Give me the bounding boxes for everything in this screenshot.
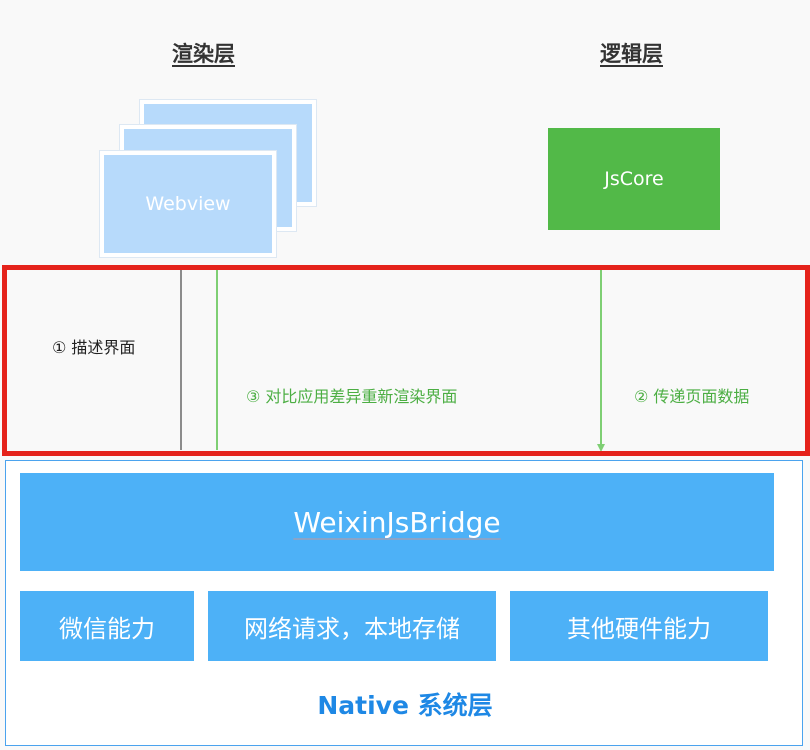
weixin-js-bridge: WeixinJsBridge	[20, 473, 774, 571]
capability-wechat: 微信能力	[20, 591, 194, 661]
render-layer-title: 渲染层	[172, 42, 235, 66]
capability-label: 其他硬件能力	[567, 614, 711, 643]
capability-label: 网络请求，本地存储	[244, 614, 460, 643]
jscore-label: JsCore	[604, 168, 664, 190]
pass-data-arrowhead	[597, 444, 605, 452]
webview-card-front: Webview	[100, 151, 276, 257]
native-layer-label: Native 系统层	[317, 691, 493, 720]
webview-label: Webview	[145, 193, 231, 215]
describe-ui-label: ① 描述界面	[52, 338, 136, 357]
highlight-box	[2, 265, 810, 456]
logic-layer-title: 逻辑层	[600, 42, 663, 66]
rerender-line	[216, 270, 218, 450]
pass-data-line	[600, 270, 602, 448]
capability-label: 微信能力	[59, 614, 155, 643]
bridge-label: WeixinJsBridge	[293, 505, 501, 539]
describe-ui-line	[180, 270, 182, 450]
jscore-box: JsCore	[548, 128, 720, 230]
capability-hardware: 其他硬件能力	[510, 591, 768, 661]
pass-data-label: ② 传递页面数据	[634, 387, 750, 406]
diff-rerender-label: ③ 对比应用差异重新渲染界面	[246, 387, 458, 406]
capability-network-storage: 网络请求，本地存储	[208, 591, 496, 661]
